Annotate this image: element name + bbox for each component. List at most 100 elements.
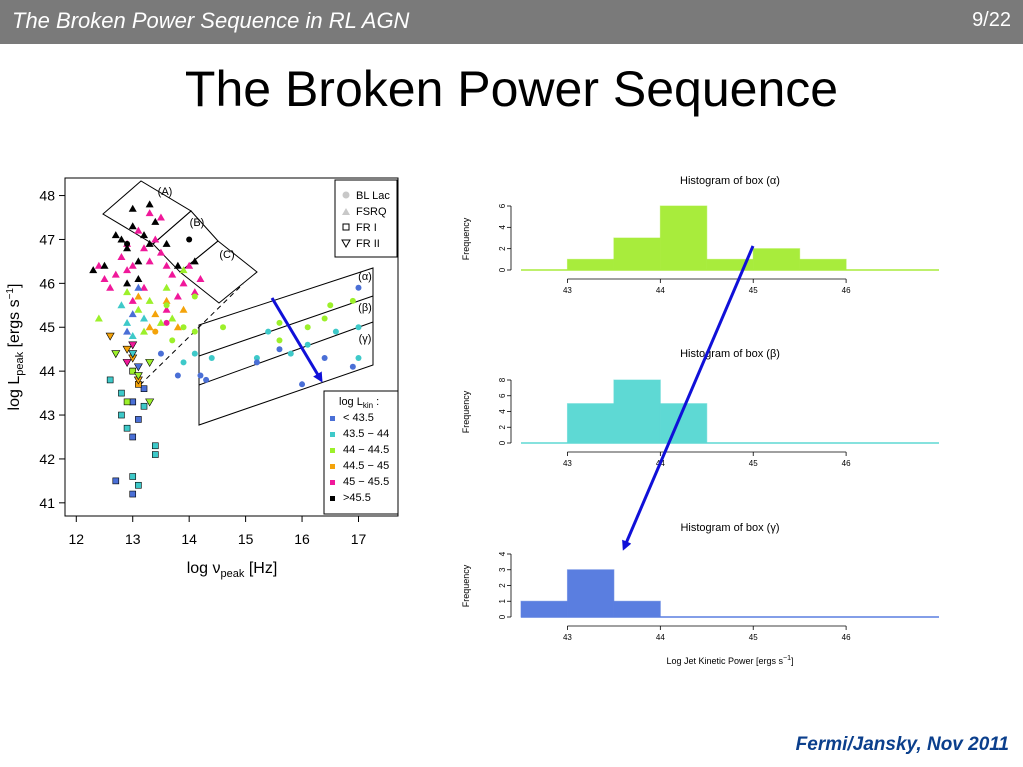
y-tick-label: 44	[39, 363, 55, 379]
data-point-fsrq	[117, 253, 126, 261]
legend-fr2: FR II	[356, 238, 380, 250]
power-legend-label: 44 − 44.5	[343, 444, 389, 456]
data-point-bl-lac	[203, 376, 210, 383]
data-point-fr1	[118, 389, 125, 397]
data-point-fsrq	[100, 274, 109, 282]
data-point-bl-lac	[191, 328, 198, 335]
box-gamma-label: (γ)	[359, 333, 372, 345]
data-point-fsrq	[123, 279, 132, 287]
data-point-bl-lac	[163, 302, 170, 309]
hist-alpha-title: Histogram of box (α)	[680, 175, 780, 187]
power-legend-swatch	[330, 480, 335, 485]
box-divider-1	[198, 295, 374, 357]
hist-y-tick-label: 8	[498, 377, 507, 382]
hist-x-tick-label: 46	[842, 286, 851, 295]
data-point-fr1	[123, 398, 131, 406]
data-point-bl-lac	[276, 319, 283, 326]
x-tick-label: 17	[351, 531, 367, 547]
data-point-fr2	[128, 341, 138, 350]
y-tick-label: 43	[39, 407, 55, 423]
hist-y-tick-label: 0	[498, 440, 507, 445]
hist-beta-bars: 0246843444546	[498, 377, 939, 468]
data-point-fsrq	[123, 266, 132, 274]
data-point-fsrq	[145, 209, 154, 217]
data-point-fr2	[122, 359, 132, 367]
data-point-fsrq	[140, 244, 149, 252]
break-dashed-line	[139, 283, 244, 386]
hist-y-tick-label: 2	[498, 246, 507, 251]
data-point-fsrq	[94, 261, 103, 269]
footer-event: Fermi/Jansky, Nov 2011	[795, 734, 1009, 755]
fsrq-marker	[342, 208, 350, 215]
data-point-fsrq	[140, 231, 149, 239]
hist-beta-y-label: Frequency	[461, 390, 471, 433]
data-point-bl-lac	[276, 346, 283, 353]
data-point-bl-lac	[299, 381, 306, 388]
data-point-bl-lac	[355, 284, 362, 291]
data-point-fsrq	[123, 244, 132, 252]
hist-bar	[520, 600, 568, 618]
data-point-bl-lac	[191, 350, 198, 357]
data-point-fsrq	[173, 323, 182, 331]
data-point-fr2	[122, 345, 132, 354]
hist-y-tick-label: 2	[498, 583, 507, 588]
box-b-label: (B)	[190, 217, 205, 229]
data-point-fsrq	[134, 292, 143, 300]
data-point-fsrq	[162, 239, 171, 247]
data-point-fr1	[140, 385, 148, 393]
x-tick-label: 14	[181, 531, 197, 547]
data-point-bl-lac	[220, 324, 227, 331]
data-point-bl-lac	[253, 359, 260, 366]
data-point-fsrq	[128, 296, 137, 304]
y-tick-label: 47	[39, 231, 55, 247]
legend-fr1: FR I	[356, 222, 377, 234]
data-point-bl-lac	[332, 328, 339, 335]
data-point-fsrq	[111, 231, 120, 239]
hist-x-tick-label: 45	[749, 286, 758, 295]
power-legend-label: 45 − 45.5	[343, 476, 389, 488]
fr1-marker	[342, 223, 350, 231]
data-point-bl-lac	[321, 354, 328, 361]
hist-bar	[613, 379, 661, 444]
data-point-fsrq	[151, 310, 160, 318]
hist-bar	[659, 205, 708, 271]
hist-y-tick-label: 0	[498, 614, 507, 619]
data-point-fsrq	[128, 332, 137, 340]
data-point-fsrq	[100, 261, 109, 269]
data-point-fsrq	[128, 204, 137, 212]
data-point-bl-lac	[349, 363, 356, 370]
histogram-beta: Histogram of box (β) Frequency 024684344…	[461, 348, 939, 468]
data-point-fr1	[152, 442, 159, 450]
hist-y-tick-label: 6	[498, 393, 507, 398]
hist-x-tick-label: 46	[842, 459, 851, 468]
hist-x-tick-label: 46	[842, 633, 851, 642]
hist-gamma-x-label: Log Jet Kinetic Power [ergs s−1]	[666, 655, 793, 666]
data-point-fsrq	[117, 235, 126, 243]
box-c	[179, 240, 258, 304]
hist-y-tick-label: 2	[498, 424, 507, 429]
box-alpha-beta-gamma	[198, 267, 374, 426]
hist-beta-title: Histogram of box (β)	[680, 348, 780, 360]
data-point-fr1	[129, 433, 137, 441]
data-point-fsrq	[128, 310, 137, 318]
data-point-fr2	[105, 332, 115, 341]
data-point-fsrq	[179, 266, 188, 274]
power-legend-swatch	[330, 464, 335, 469]
data-point-fr1	[123, 424, 131, 432]
data-point-fsrq	[196, 274, 205, 282]
data-point-bl-lac	[349, 297, 356, 304]
class-legend: BL Lac FSRQ FR I FR II	[334, 179, 398, 258]
data-point-bl-lac	[208, 354, 215, 361]
data-point-fsrq	[134, 305, 143, 313]
data-point-fsrq	[179, 279, 188, 287]
hist-bar	[566, 258, 615, 271]
data-point-fsrq	[190, 257, 199, 265]
data-point-fr2	[133, 363, 143, 372]
data-point-fr1	[152, 451, 159, 458]
data-point-fsrq	[106, 283, 115, 291]
data-point-bl-lac	[321, 315, 328, 322]
data-point-fsrq	[162, 261, 171, 269]
